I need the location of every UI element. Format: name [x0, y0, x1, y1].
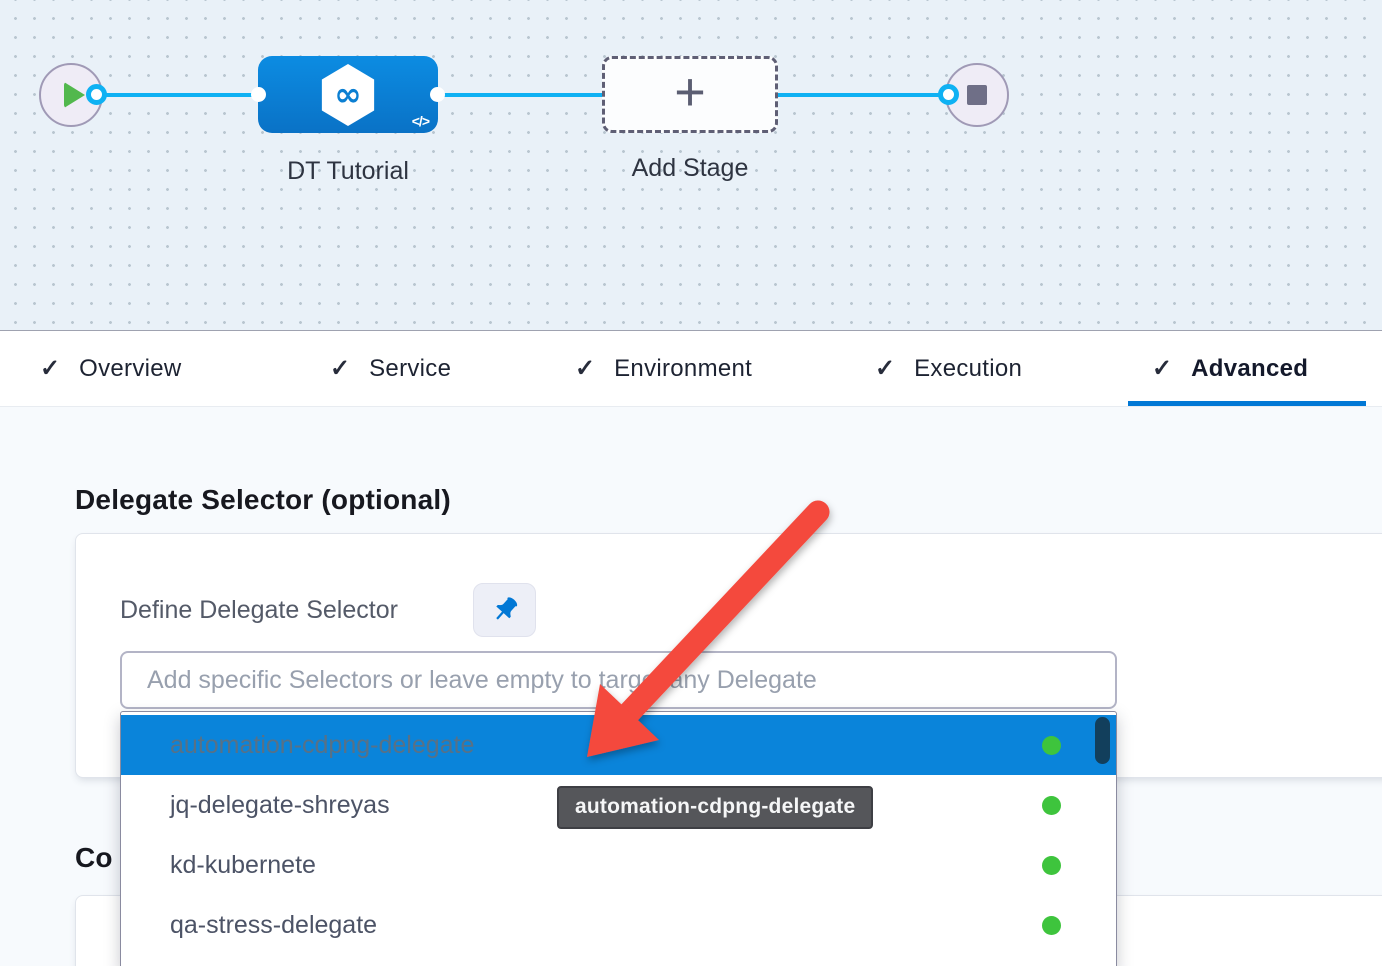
code-icon[interactable]: </>: [411, 113, 430, 129]
pin-button[interactable]: [473, 583, 536, 637]
stage-in-port-icon: [251, 87, 266, 102]
status-dot-icon: [1042, 915, 1061, 935]
tab-execution[interactable]: ✓ Execution: [875, 331, 1022, 406]
tab-label: Overview: [79, 354, 182, 382]
dropdown-item-automation-cdpng-delegate[interactable]: automation-cdpng-delegate: [121, 715, 1116, 775]
check-icon: ✓: [330, 355, 351, 382]
tab-advanced[interactable]: ✓ Advanced: [1152, 331, 1308, 406]
tab-overview[interactable]: ✓ Overview: [40, 331, 182, 406]
link-port-icon[interactable]: [938, 84, 959, 105]
stage-setup-tabs: ✓ Overview ✓ Service ✓ Environment ✓ Exe…: [0, 331, 1382, 407]
check-icon: ✓: [875, 355, 896, 382]
pipeline-canvas[interactable]: ∞ </> DT Tutorial + Add Stage: [0, 0, 1382, 331]
pipeline-end-node[interactable]: [945, 63, 1009, 127]
harness-deploy-stage-icon: ∞: [321, 63, 375, 126]
define-delegate-selector-label: Define Delegate Selector: [120, 596, 398, 624]
pushpin-icon: [495, 597, 517, 620]
partial-section-heading: Co: [75, 842, 113, 873]
add-stage-button[interactable]: +: [602, 56, 778, 133]
delegate-dropdown: automation-cdpng-delegate jq-delegate-sh…: [120, 711, 1117, 966]
dropdown-item-kd-kubernete[interactable]: kd-kubernete: [121, 835, 1116, 895]
active-tab-indicator: [1128, 401, 1366, 406]
dropdown-item-label: jq-delegate-shreyas: [170, 790, 390, 819]
dropdown-item-label: kd-kubernete: [170, 850, 316, 879]
stop-icon: [967, 85, 987, 105]
stage-label: DT Tutorial: [287, 157, 409, 185]
status-dot-icon: [1042, 855, 1061, 875]
add-stage-label: Add Stage: [631, 154, 749, 182]
tab-label: Service: [369, 354, 452, 382]
stage-node-dt-tutorial[interactable]: ∞ </>: [251, 56, 445, 133]
check-icon: ✓: [575, 355, 596, 382]
tab-environment[interactable]: ✓ Environment: [575, 331, 752, 406]
connector-line: [774, 93, 944, 97]
dropdown-item-qa-stress-delegate[interactable]: qa-stress-delegate: [121, 895, 1116, 955]
plus-icon: +: [674, 61, 706, 122]
hover-tooltip: automation-cdpng-delegate: [557, 786, 874, 829]
tab-label: Advanced: [1191, 354, 1309, 382]
check-icon: ✓: [40, 355, 61, 382]
dropdown-item-jq-delegate-shreyas[interactable]: jq-delegate-shreyas: [121, 775, 1116, 835]
play-icon: [64, 82, 85, 108]
status-dot-icon: [1042, 735, 1061, 755]
tab-service[interactable]: ✓ Service: [330, 331, 451, 406]
connector-line: [434, 93, 606, 97]
delegate-selector-heading: Delegate Selector (optional): [75, 484, 451, 515]
connector-line: [100, 93, 262, 97]
check-icon: ✓: [1152, 355, 1173, 382]
scrollbar-thumb[interactable]: [1095, 717, 1110, 764]
delegate-selector-input[interactable]: [120, 651, 1117, 709]
tab-label: Environment: [614, 354, 753, 382]
stage-out-port-icon: [430, 87, 445, 102]
link-port-icon[interactable]: [86, 84, 107, 105]
tab-label: Execution: [914, 354, 1023, 382]
status-dot-icon: [1042, 795, 1061, 815]
svg-text:∞: ∞: [334, 74, 361, 113]
dropdown-item-label: qa-stress-delegate: [170, 910, 378, 939]
dropdown-item-label: automation-cdpng-delegate: [170, 730, 475, 759]
